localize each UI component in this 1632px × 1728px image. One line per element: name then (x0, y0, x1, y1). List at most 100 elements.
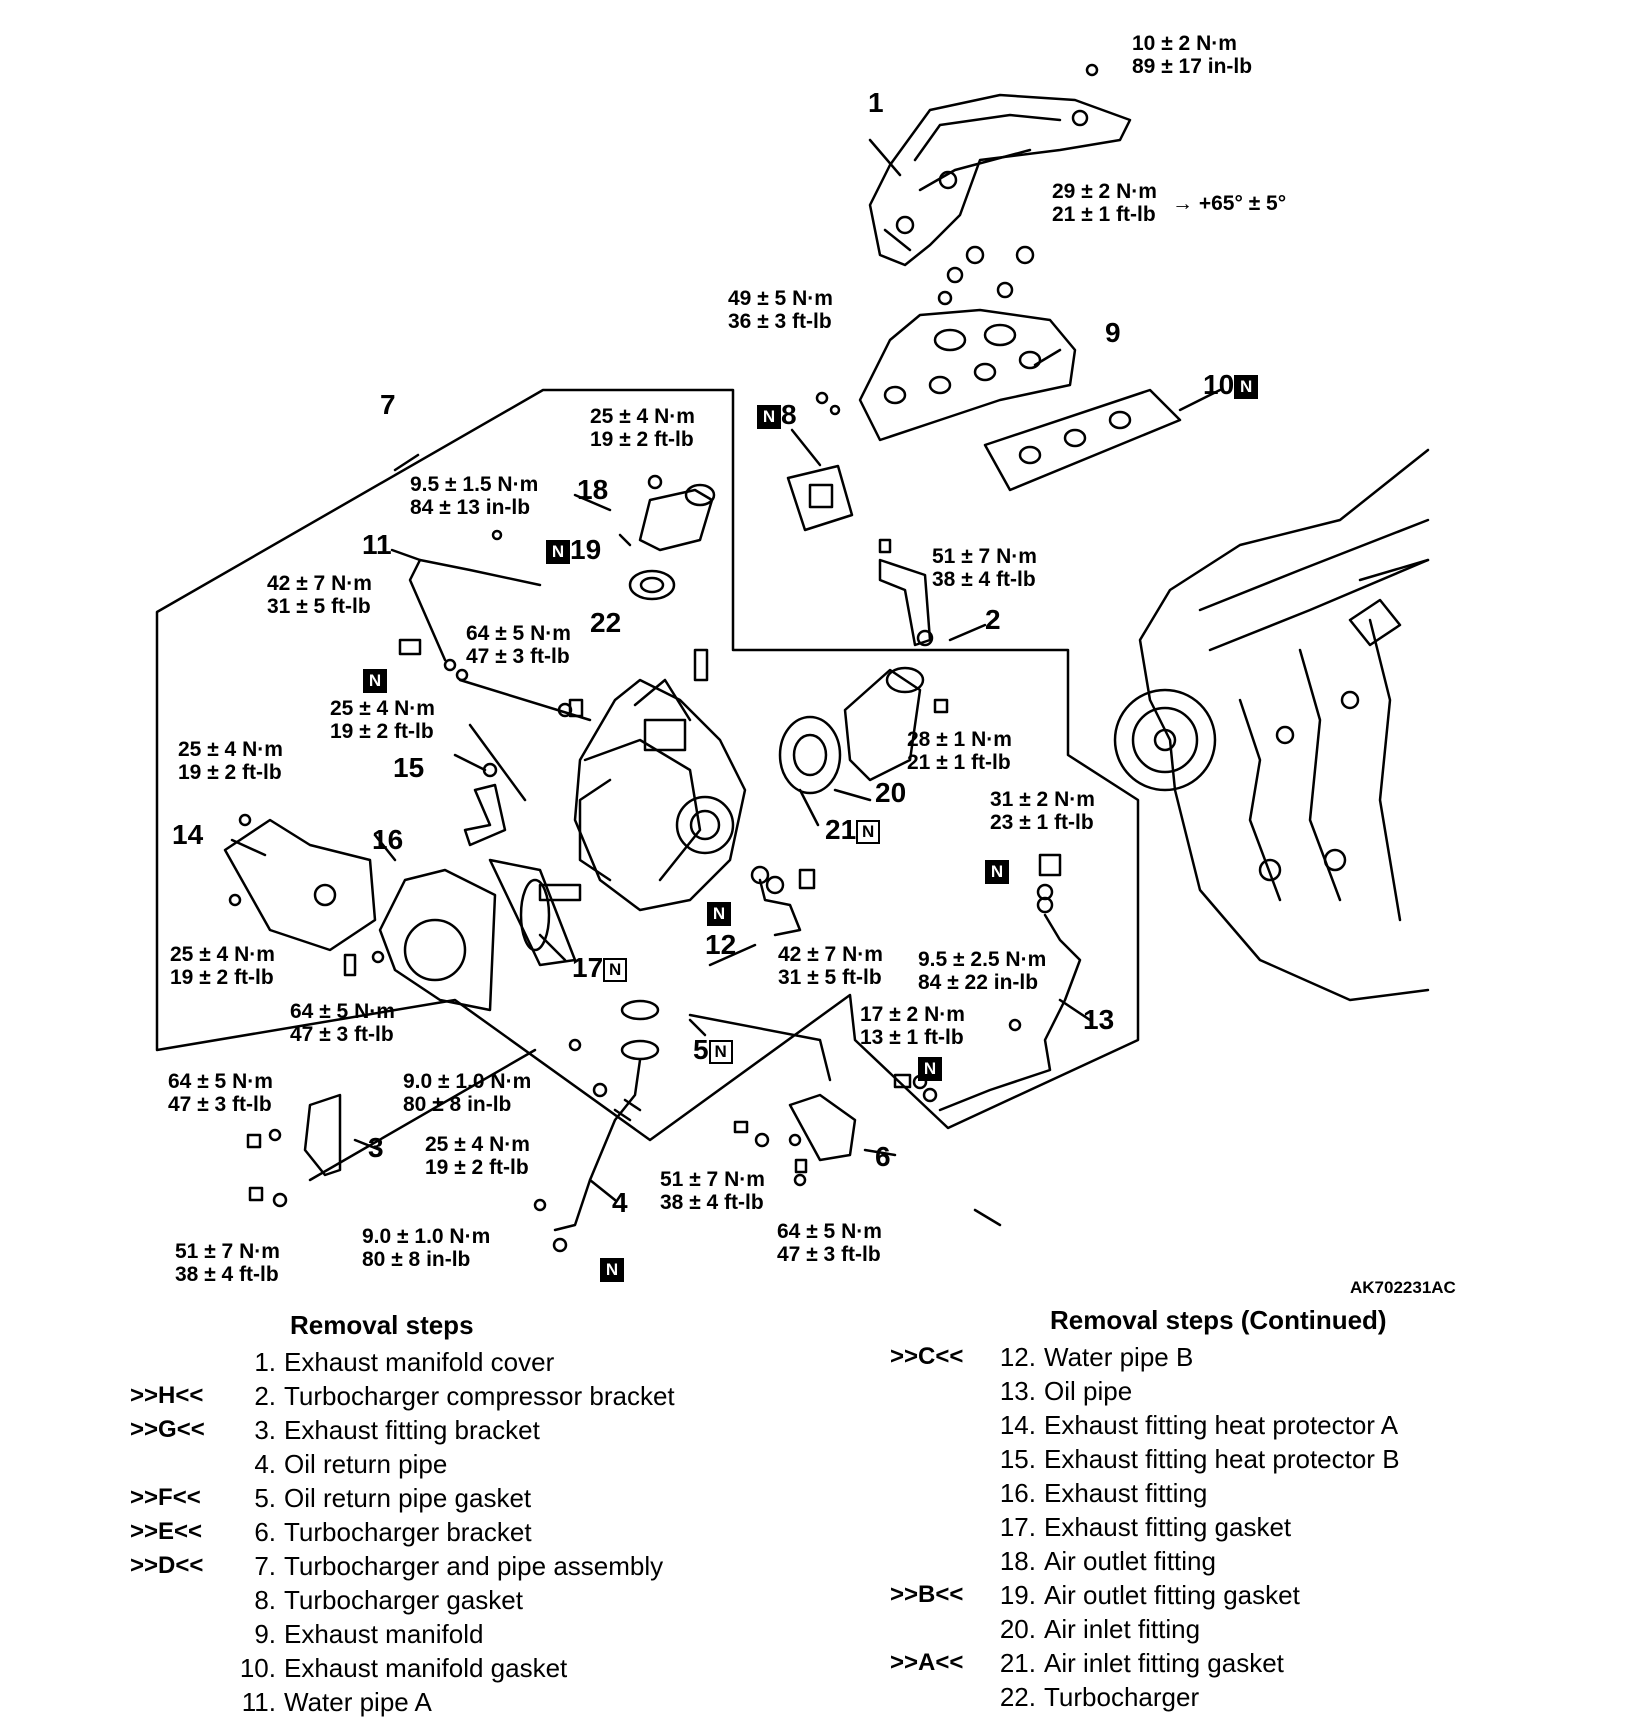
removal-steps-list-left: 1.Exhaust manifold cover>>H<<2.Turbochar… (130, 1345, 675, 1719)
torque-spec-t9: 25 ± 4 N·m 19 ± 2 ft-lb (330, 697, 435, 743)
removal-step: 18.Air outlet fitting (890, 1544, 1400, 1578)
torque-metric: 25 ± 4 N·m (170, 943, 275, 966)
step-number: 22. (999, 1682, 1036, 1712)
callout-4: 4 (612, 1187, 628, 1218)
callout-20: 20 (875, 777, 907, 808)
torque-metric: 25 ± 4 N·m (590, 405, 695, 428)
turbocharger (573, 678, 747, 912)
torque-imperial: 31 ± 5 ft-lb (778, 966, 882, 989)
torque-imperial: 21 ± 1 ft-lb (1052, 203, 1156, 226)
torque-metric: 31 ± 2 N·m (990, 788, 1095, 811)
replace-part-marker: N (856, 819, 881, 844)
service-point-reference: >>A<< (890, 1649, 964, 1676)
removal-step: >>C<<12.Water pipe B (890, 1340, 1400, 1374)
torque-spec-t24: 51 ± 7 N·m 38 ± 4 ft-lb (175, 1240, 280, 1286)
torque-imperial: 36 ± 3 ft-lb (728, 310, 832, 333)
air-outlet-fitting-gasket (628, 569, 676, 601)
torque-imperial: 38 ± 4 ft-lb (175, 1263, 279, 1286)
torque-metric: 25 ± 4 N·m (330, 697, 435, 720)
step-number: 11. (241, 1687, 276, 1717)
step-text: Exhaust fitting bracket (284, 1415, 540, 1445)
step-number: 7. (254, 1551, 276, 1581)
removal-step: >>B<<19.Air outlet fitting gasket (890, 1578, 1400, 1612)
callout-n-water-pipe-a: N (363, 664, 387, 694)
step-text: Air inlet fitting gasket (1044, 1648, 1284, 1678)
step-text: Turbocharger (1044, 1682, 1200, 1712)
torque-spec-t5: 9.5 ± 1.5 N·m 84 ± 13 in-lb (410, 473, 538, 519)
torque-spec-t3: 49 ± 5 N·m 36 ± 3 ft-lb (728, 287, 833, 333)
torque-imperial: 21 ± 1 ft-lb (907, 751, 1011, 774)
callout-n-oil-return: N (600, 1253, 624, 1283)
step-text: Air inlet fitting (1044, 1614, 1201, 1644)
callout-12: 12 (705, 929, 737, 960)
air-inlet-fitting (843, 666, 925, 782)
removal-step: 8.Turbocharger gasket (130, 1583, 675, 1617)
service-point-reference: >>G<< (130, 1416, 205, 1443)
callout-2: 2 (985, 604, 1001, 635)
replace-part-marker: N (757, 404, 781, 429)
removal-step: >>D<< 7. Turbocharger and pipe assembly (130, 1549, 675, 1583)
callout-6: 6 (875, 1141, 891, 1172)
step-text: Exhaust fitting (1044, 1478, 1208, 1508)
removal-step: 9.Exhaust manifold (130, 1617, 675, 1651)
torque-imperial: 84 ± 13 in-lb (410, 496, 531, 519)
torque-spec-t7: 51 ± 7 N·m 38 ± 4 ft-lb (932, 545, 1037, 591)
callout-11: 11 (362, 529, 392, 560)
water-pipe-a (408, 558, 542, 662)
torque-metric: 25 ± 4 N·m (425, 1133, 530, 1156)
torque-spec-t15: 9.5 ± 2.5 N·m 84 ± 22 in-lb (918, 948, 1046, 994)
torque-imperial: 19 ± 2 ft-lb (425, 1156, 529, 1179)
torque-spec-t8: 64 ± 5 N·m 47 ± 3 ft-lb (466, 622, 571, 668)
torque-spec-t10: 28 ± 1 N·m 21 ± 1 ft-lb (907, 728, 1012, 774)
step-text: Water pipe A (284, 1687, 432, 1717)
removal-step: 20.Air inlet fitting (890, 1612, 1400, 1646)
service-point-reference: >>H<< (130, 1382, 204, 1409)
removal-steps-title: Removal steps (290, 1310, 474, 1340)
step-text: Exhaust fitting heat protector B (1044, 1444, 1400, 1474)
callout-16: 16 (372, 824, 404, 855)
torque-metric: 28 ± 1 N·m (907, 728, 1012, 751)
removal-steps-continued-title: Removal steps (Continued) (1050, 1305, 1387, 1335)
removal-step: 11. Water pipe A (130, 1685, 675, 1719)
step-number: 1. (254, 1347, 276, 1377)
torque-imperial: 23 ± 1 ft-lb (990, 811, 1094, 834)
torque-metric: 64 ± 5 N·m (466, 622, 571, 645)
replace-part-marker: N (708, 1039, 733, 1064)
removal-step: >>H<<2.Turbocharger compressor bracket (130, 1379, 675, 1413)
torque-metric: 64 ± 5 N·m (290, 1000, 395, 1023)
callout-n-oil-pipe: N (985, 855, 1009, 885)
step-number: 19. (999, 1580, 1036, 1610)
step-number: 4. (254, 1449, 276, 1479)
torque-metric: 64 ± 5 N·m (168, 1070, 273, 1093)
figure-code: AK702231AC (1350, 1278, 1456, 1297)
torque-imperial: 31 ± 5 ft-lb (267, 595, 371, 618)
torque-imperial: 84 ± 22 in-lb (918, 971, 1039, 994)
step-text: Air outlet fitting (1044, 1546, 1216, 1576)
torque-angle-t2: → +65° ± 5° (1172, 192, 1287, 215)
torque-spec-t16: 64 ± 5 N·m 47 ± 3 ft-lb (290, 1000, 395, 1046)
air-outlet-fitting (638, 483, 716, 552)
torque-metric: 9.0 ± 1.0 N·m (403, 1070, 532, 1093)
callout-14: 14 (172, 819, 204, 850)
step-text: Turbocharger compressor bracket (284, 1381, 675, 1411)
replace-part-marker: N (363, 668, 387, 693)
step-number: 6. (254, 1517, 276, 1547)
service-point-reference: >>D<< (130, 1552, 204, 1579)
callout-13: 13 (1083, 1004, 1115, 1035)
callout-5-number: 5 (693, 1034, 709, 1065)
callout-17-number: 17 (572, 952, 604, 983)
step-text: Oil return pipe (284, 1449, 448, 1479)
step-number: 16. (999, 1478, 1036, 1508)
removal-step: 15.Exhaust fitting heat protector B (890, 1442, 1400, 1476)
replace-part-marker: N (985, 859, 1009, 884)
step-text: Turbocharger and pipe assembly (284, 1551, 664, 1581)
callout-19-number: 19 (570, 534, 602, 565)
service-point-reference: >>F<< (130, 1484, 201, 1511)
removal-step: >>F<<5.Oil return pipe gasket (130, 1481, 675, 1515)
